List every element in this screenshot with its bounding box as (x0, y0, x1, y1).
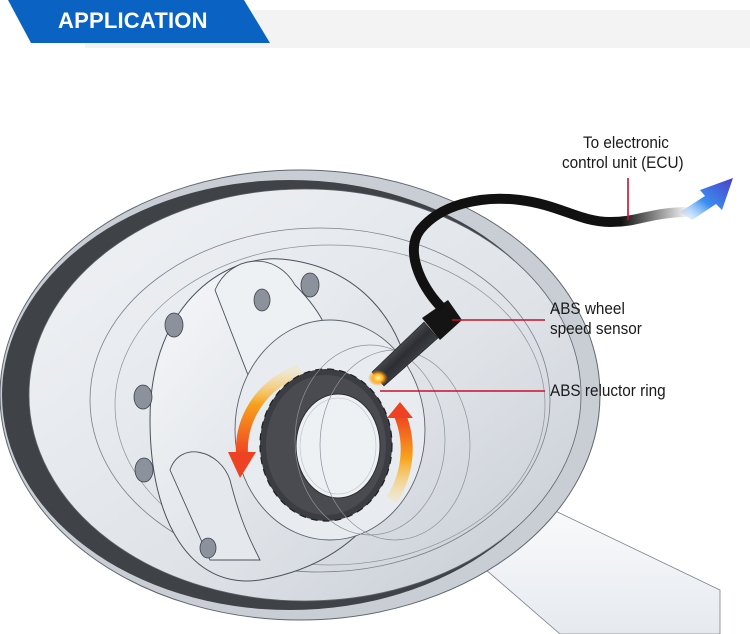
reluctor-label: ABS reluctor ring (550, 381, 666, 400)
sensor-label-line2: speed sensor (550, 319, 642, 338)
wheel-speed-sensor (368, 300, 462, 387)
sensor-label-line1: ABS wheel (550, 299, 625, 318)
header-tab (8, 0, 270, 43)
ecu-label-line1: To electronic (583, 133, 669, 152)
sensor-cable (408, 193, 695, 311)
ecu-label-line2: control unit (ECU) (562, 153, 684, 172)
reluctor-ring (259, 368, 393, 522)
arrow-up-right-icon (680, 178, 733, 220)
rotation-arrows-icon (228, 364, 413, 504)
section-title: APPLICATION (58, 8, 208, 33)
